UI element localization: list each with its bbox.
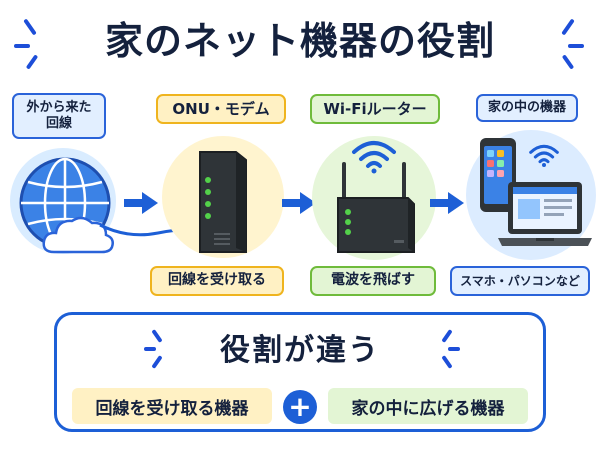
plus-icon: + <box>283 390 317 424</box>
arrow-right-icon <box>282 192 316 214</box>
label-home-devices: 家の中の機器 <box>476 94 578 122</box>
router-icon <box>337 162 415 253</box>
sparkle-mark <box>568 44 584 48</box>
wifi-icon <box>529 144 559 167</box>
label-onu-modem: ONU・モデム <box>156 94 286 124</box>
cloud-icon <box>42 216 114 254</box>
summary-spread-device: 家の中に広げる機器 <box>328 388 528 424</box>
summary-heading: 役割が違う <box>220 333 380 368</box>
sparkle-mark <box>448 347 460 351</box>
laptop-icon <box>498 182 592 246</box>
arrow-right-icon <box>124 192 158 214</box>
page-title: 家のネット機器の役割 <box>104 19 495 63</box>
wifi-icon <box>352 141 396 174</box>
onu-device-icon <box>199 151 247 253</box>
label-phone-pc: スマホ・パソコンなど <box>450 266 590 296</box>
label-emit-waves: 電波を飛ばす <box>310 266 436 296</box>
title-area: 家のネット機器の役割 <box>0 4 600 70</box>
label-wifi-router: Wi-Fiルーター <box>310 94 440 124</box>
smartphone-icon <box>480 138 516 212</box>
summary-receive-device: 回線を受け取る機器 <box>72 388 272 424</box>
label-external-line: 外から来た 回線 <box>12 93 106 139</box>
arrow-right-icon <box>430 192 464 214</box>
label-receive-line: 回線を受け取る <box>150 266 284 296</box>
